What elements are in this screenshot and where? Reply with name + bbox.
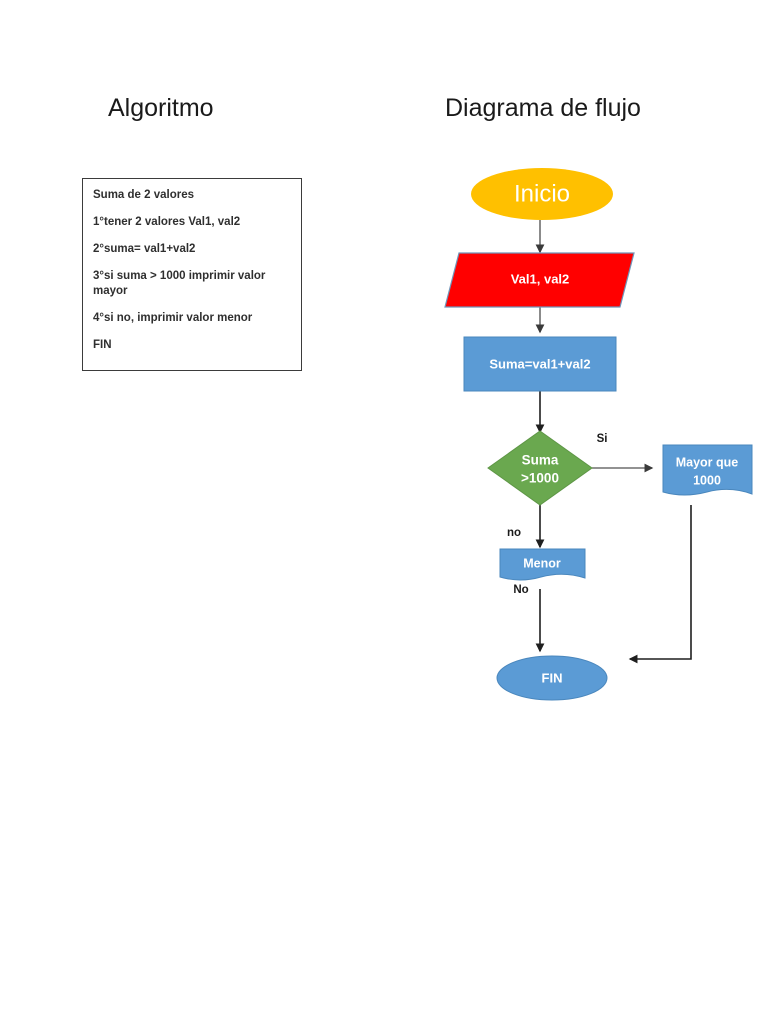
- mayor-document-shape[interactable]: [662, 444, 753, 496]
- decision-label-line2: >1000: [521, 471, 559, 486]
- algorithm-line: Suma de 2 valores: [93, 189, 194, 201]
- inicio-label: Inicio: [514, 180, 570, 207]
- decision-diamond-shape[interactable]: [487, 430, 593, 506]
- decision-label-line1: Suma: [522, 453, 559, 468]
- node-menor[interactable]: Menor: [499, 548, 586, 581]
- inicio-ellipse-shape[interactable]: [471, 168, 613, 220]
- algorithm-line: FIN: [93, 339, 112, 351]
- edge-label-no-upper: No: [513, 584, 528, 596]
- algorithm-line: 3°si suma > 1000 imprimir valor mayor: [93, 270, 266, 297]
- fin-ellipse-shape[interactable]: [496, 655, 608, 701]
- page-title-algoritmo: Algoritmo: [108, 94, 214, 122]
- algorithm-line: 1°tener 2 valores Val1, val2: [93, 216, 241, 228]
- entrada-label: Val1, val2: [511, 271, 570, 286]
- menor-label: Menor: [523, 556, 561, 570]
- entrada-parallelogram-shape[interactable]: [444, 252, 635, 308]
- mayor-label-line1: Mayor que: [676, 455, 739, 469]
- algorithm-text-box: Suma de 2 valores 1°tener 2 valores Val1…: [82, 178, 302, 371]
- node-decision-suma-mayor-1000[interactable]: Suma >1000: [487, 430, 593, 506]
- edge-label-si: Si: [597, 433, 608, 445]
- edge-label-no-lower: no: [507, 527, 521, 539]
- node-entrada-val1-val2[interactable]: Val1, val2: [444, 252, 635, 308]
- algorithm-line: 4°si no, imprimir valor menor: [93, 312, 253, 324]
- fin-label: FIN: [542, 670, 563, 685]
- menor-document-shape[interactable]: [499, 548, 586, 581]
- node-fin[interactable]: FIN: [496, 655, 608, 701]
- suma-label: Suma=val1+val2: [489, 356, 590, 371]
- node-suma-proceso[interactable]: Suma=val1+val2: [463, 336, 617, 392]
- suma-rectangle-shape[interactable]: [463, 336, 617, 392]
- mayor-label-line2: 1000: [693, 473, 721, 487]
- node-inicio[interactable]: Inicio: [471, 168, 613, 220]
- algorithm-line: 2°suma= val1+val2: [93, 243, 196, 255]
- node-mayor-que-1000[interactable]: Mayor que 1000: [662, 444, 753, 496]
- connector-mayor-to-fin: [628, 505, 692, 664]
- page-title-diagrama-de-flujo: Diagrama de flujo: [445, 94, 641, 122]
